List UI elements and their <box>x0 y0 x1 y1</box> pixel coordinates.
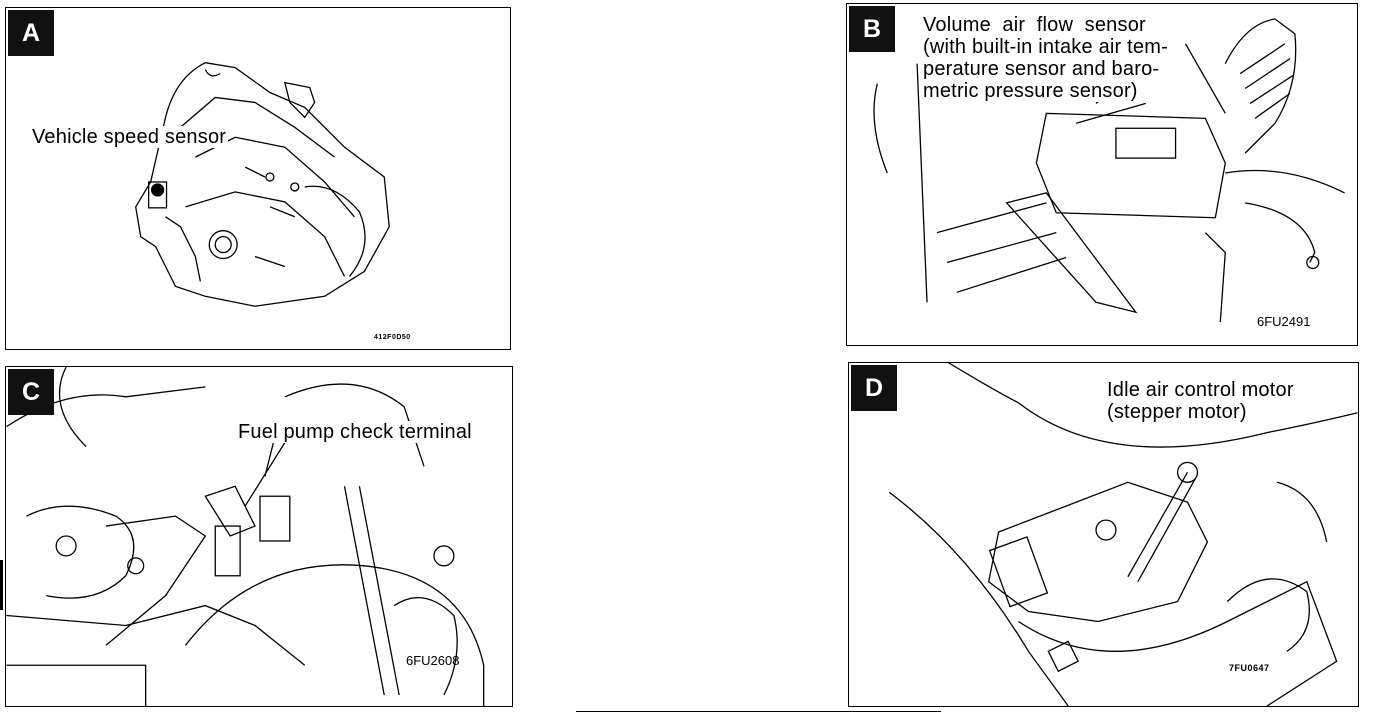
fuel-pump-check-terminal-label: Fuel pump check terminal <box>236 421 474 443</box>
panel-d-letter: D <box>851 365 897 411</box>
figure-code: 6FU2491 <box>1257 314 1311 329</box>
panel-b-volume-air-flow-sensor: B Volume air flow sensor (with built-in … <box>846 3 1358 346</box>
figure-code: 7FU0647 <box>1229 663 1270 673</box>
figure-code: 412F0D50 <box>374 334 411 341</box>
panel-c-letter: C <box>8 369 54 415</box>
volume-air-flow-sensor-label: Volume air flow sensor (with built-in in… <box>923 14 1168 102</box>
transaxle-illustration <box>135 62 390 307</box>
panel-a-vehicle-speed-sensor: A Vehicle speed sensor 412F0D50 <box>5 7 511 350</box>
left-edge-mark <box>0 560 3 610</box>
panel-b-letter: B <box>849 6 895 52</box>
panel-d-idle-air-control-motor: D Idle air control motor (stepper motor)… <box>848 362 1359 707</box>
panel-c-fuel-pump-check-terminal: C Fuel pump check terminal 6FU2608 <box>5 366 513 707</box>
bottom-rule <box>576 711 941 712</box>
idle-air-control-motor-illustration <box>888 363 1358 706</box>
fuel-pump-terminal-illustration <box>6 367 485 706</box>
panel-a-letter: A <box>8 10 54 56</box>
idle-air-control-motor-label: Idle air control motor (stepper motor) <box>1107 379 1294 423</box>
vehicle-speed-sensor-label: Vehicle speed sensor <box>30 126 229 148</box>
figure-code: 6FU2608 <box>406 653 460 668</box>
